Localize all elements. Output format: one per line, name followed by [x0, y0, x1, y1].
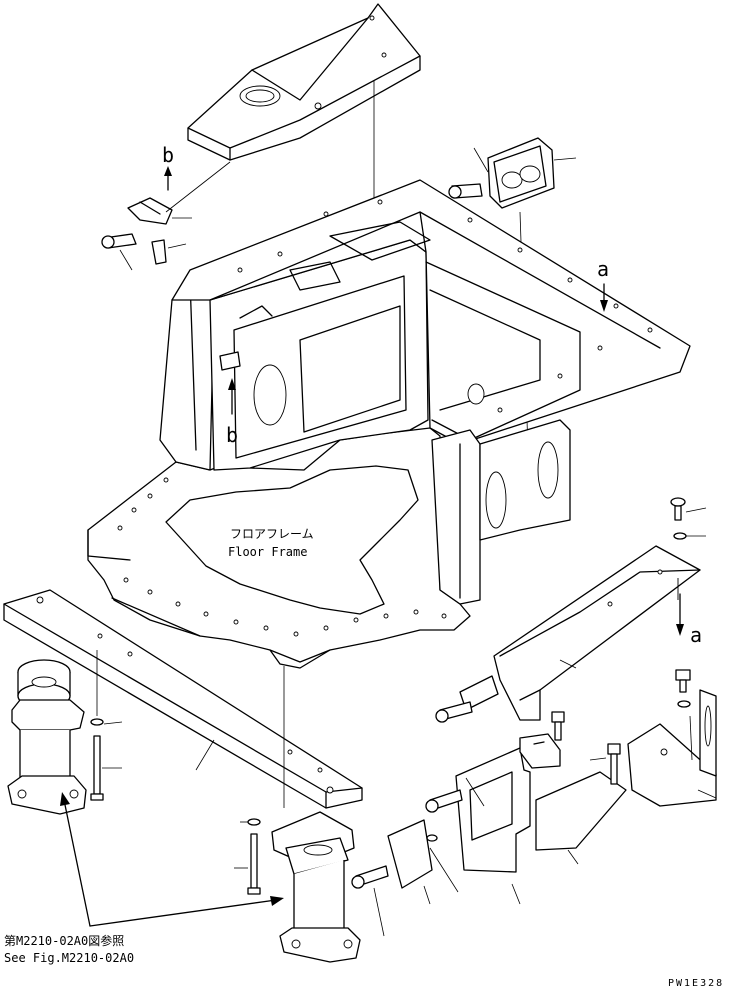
mount-bolt-right	[234, 818, 261, 895]
drawing-code: PW1E328	[668, 978, 724, 989]
screw-and-washer-top-right	[670, 497, 707, 540]
floor-frame-label-jp: フロアフレーム	[230, 527, 314, 541]
bracket-b	[101, 161, 231, 271]
floor-bolt-holes	[117, 199, 653, 637]
ref-arrow-a-right	[676, 593, 684, 636]
floor-frame-body	[87, 179, 691, 669]
cover-plate-gasket	[387, 819, 433, 905]
see-fig-label-jp: 第M2210-02A0図参照	[4, 933, 124, 948]
ref-label-a-right: a	[690, 623, 702, 647]
ref-label-b-upper: b	[162, 143, 174, 167]
guard-bolt	[675, 669, 691, 708]
lower-bolts	[351, 711, 621, 937]
bracket-bolt-1	[435, 701, 473, 723]
top-cross-beam	[187, 3, 421, 161]
ref-label-b-mid: b	[226, 423, 238, 447]
see-fig-leaders	[60, 792, 284, 927]
ref-arrow-b-mid	[219, 351, 241, 415]
floor-frame-label-en: Floor Frame	[228, 545, 307, 559]
guard-cover	[627, 689, 717, 807]
cover-plate-small	[535, 771, 627, 865]
ref-label-a-top: a	[597, 257, 609, 281]
damper-mount-right	[271, 666, 361, 963]
side-step-bracket	[459, 545, 701, 721]
ref-arrow-a-top	[600, 283, 608, 312]
cover-plate-large	[455, 747, 531, 905]
clip-bracket	[519, 733, 561, 769]
see-fig-label-en: See Fig.M2210-02A0	[4, 951, 134, 965]
damper-mount-left	[7, 659, 87, 815]
long-sill-beam	[3, 589, 363, 809]
mount-bolt-left	[90, 650, 123, 801]
